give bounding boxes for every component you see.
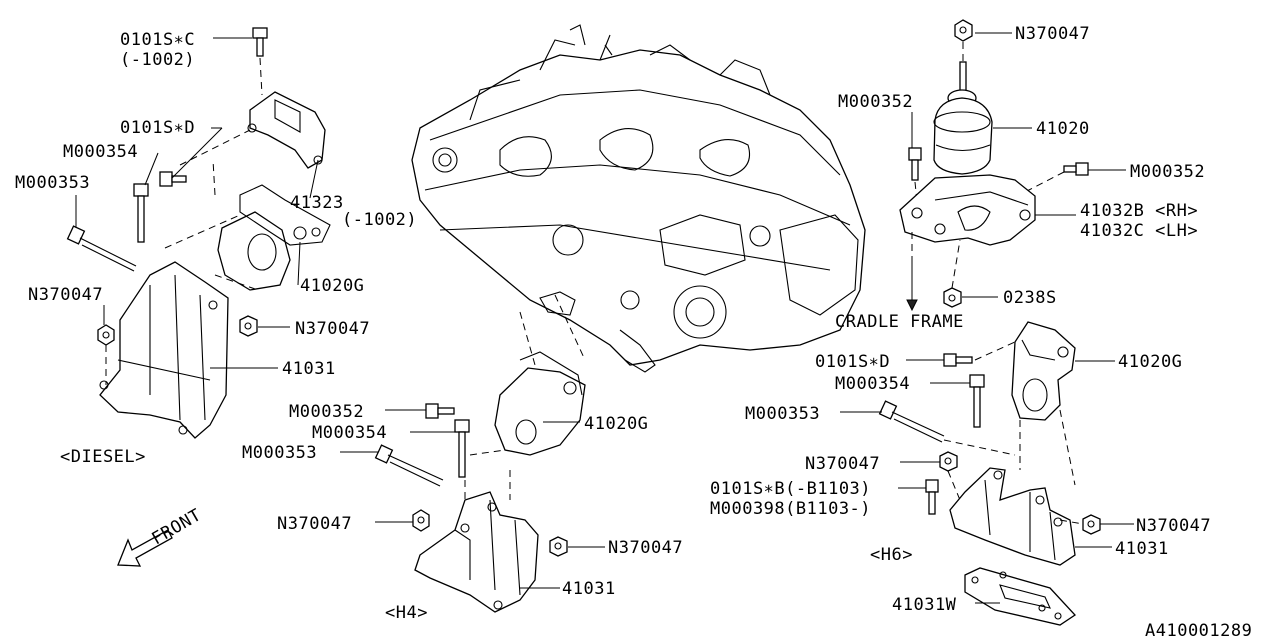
label-41020g-h6: 41020G xyxy=(1118,352,1182,372)
bolt-m000353-h4 xyxy=(374,444,444,487)
label-cradle-frame: CRADLE FRAME xyxy=(835,312,964,332)
leader-lines xyxy=(75,32,1134,604)
label-41020g-left: 41020G xyxy=(300,276,364,296)
label-diesel: <DIESEL> xyxy=(60,447,146,467)
nut-0238s xyxy=(943,287,962,308)
bolt-0101s-d-h6 xyxy=(943,353,973,367)
h4-mount-assembly xyxy=(374,294,586,613)
bolt-m000353-h6 xyxy=(878,400,945,443)
label-0101s-d-h6: 0101S∗D xyxy=(815,352,890,372)
label-41031-mid: 41031 xyxy=(562,579,616,599)
nut-n370047-h4-a xyxy=(412,509,430,532)
bracket-41031-h4 xyxy=(414,491,539,613)
label-0238s: 0238S xyxy=(1003,288,1057,308)
labels: 0101S∗C (-1002) 0101S∗D M000354 M000353 … xyxy=(15,24,1252,640)
label-41031-left: 41031 xyxy=(282,359,336,379)
nut-n370047-diesel-a xyxy=(97,324,115,346)
label-n370047-mid-a: N370047 xyxy=(277,514,352,534)
bracket-41032 xyxy=(899,174,1036,246)
label-n370047-left-a: N370047 xyxy=(28,285,103,305)
right-mount-assembly xyxy=(899,19,1089,312)
label-m000354-h6: M000354 xyxy=(835,374,910,394)
label-0101s-c-range: (-1002) xyxy=(120,50,195,70)
label-41031-h6: 41031 xyxy=(1115,539,1169,559)
label-41323-range: (-1002) xyxy=(342,210,417,230)
bolt-m000353-diesel xyxy=(66,225,137,272)
plate-41031w xyxy=(964,567,1076,626)
label-m000352-right-a: M000352 xyxy=(838,92,913,112)
engine-block xyxy=(411,24,866,373)
nut-n370047-top-right xyxy=(954,19,973,42)
bolt-0101s-c xyxy=(252,27,268,57)
nut-n370047-h6-a xyxy=(939,451,958,472)
label-0101s-d: 0101S∗D xyxy=(120,118,195,138)
label-m000354-left: M000354 xyxy=(63,142,138,162)
h6-mount-assembly xyxy=(878,321,1101,626)
bracket-41031-h6 xyxy=(949,467,1076,566)
label-h6: <H6> xyxy=(870,545,913,565)
label-41031w: 41031W xyxy=(892,595,957,615)
label-41323: 41323 xyxy=(290,193,344,213)
label-m000353-h6: M000353 xyxy=(745,404,820,424)
nut-n370047-h4-b xyxy=(549,536,568,557)
label-n370047-left-b: N370047 xyxy=(295,319,370,339)
label-front: FRONT xyxy=(149,505,205,549)
label-0101s-b-h6: 0101S∗B(-B1103) xyxy=(710,479,871,499)
label-m000354-mid: M000354 xyxy=(312,423,387,443)
label-41032b: 41032B <RH> xyxy=(1080,201,1198,221)
nut-n370047-diesel-b xyxy=(239,315,258,337)
label-n370047-top-right: N370047 xyxy=(1015,24,1090,44)
bolt-m000354-h6 xyxy=(969,374,985,428)
bracket-41031-diesel xyxy=(99,261,229,439)
bolt-0101s-b-h6 xyxy=(925,479,939,515)
label-m000353-left: M000353 xyxy=(15,173,90,193)
label-m000352-mid: M000352 xyxy=(289,402,364,422)
label-n370047-h6-a: N370047 xyxy=(805,454,880,474)
bolt-m000352-right-b xyxy=(1063,162,1089,176)
mount-41020g-h6 xyxy=(1011,321,1076,421)
bolt-m000352-h4 xyxy=(425,403,455,419)
bolt-m000354-h4 xyxy=(454,419,470,478)
bolt-m000354-diesel xyxy=(133,183,149,243)
label-41032c: 41032C <LH> xyxy=(1080,221,1198,241)
nut-n370047-h6-b xyxy=(1082,514,1101,535)
mount-41020 xyxy=(933,89,993,175)
bolt-m000352-right-a xyxy=(908,147,922,181)
bracket-41323 xyxy=(247,91,326,169)
front-arrow-icon xyxy=(117,529,173,567)
label-n370047-mid-b: N370047 xyxy=(608,538,683,558)
diesel-mount-assembly xyxy=(66,27,331,439)
label-diagram-id: A410001289 xyxy=(1145,621,1252,640)
label-m000352-right-b: M000352 xyxy=(1130,162,1205,182)
label-41020g-mid: 41020G xyxy=(584,414,648,434)
label-0101s-c: 0101S∗C xyxy=(120,30,195,50)
label-h4: <H4> xyxy=(385,603,428,623)
bolt-0101s-d xyxy=(159,171,187,187)
label-m000353-mid: M000353 xyxy=(242,443,317,463)
label-41020: 41020 xyxy=(1036,119,1090,139)
label-n370047-h6-b: N370047 xyxy=(1136,516,1211,536)
mount-41020g-diesel xyxy=(217,184,331,291)
label-m000398-h6: M000398(B1103-) xyxy=(710,499,871,519)
mount-41020g-h4 xyxy=(494,351,586,456)
